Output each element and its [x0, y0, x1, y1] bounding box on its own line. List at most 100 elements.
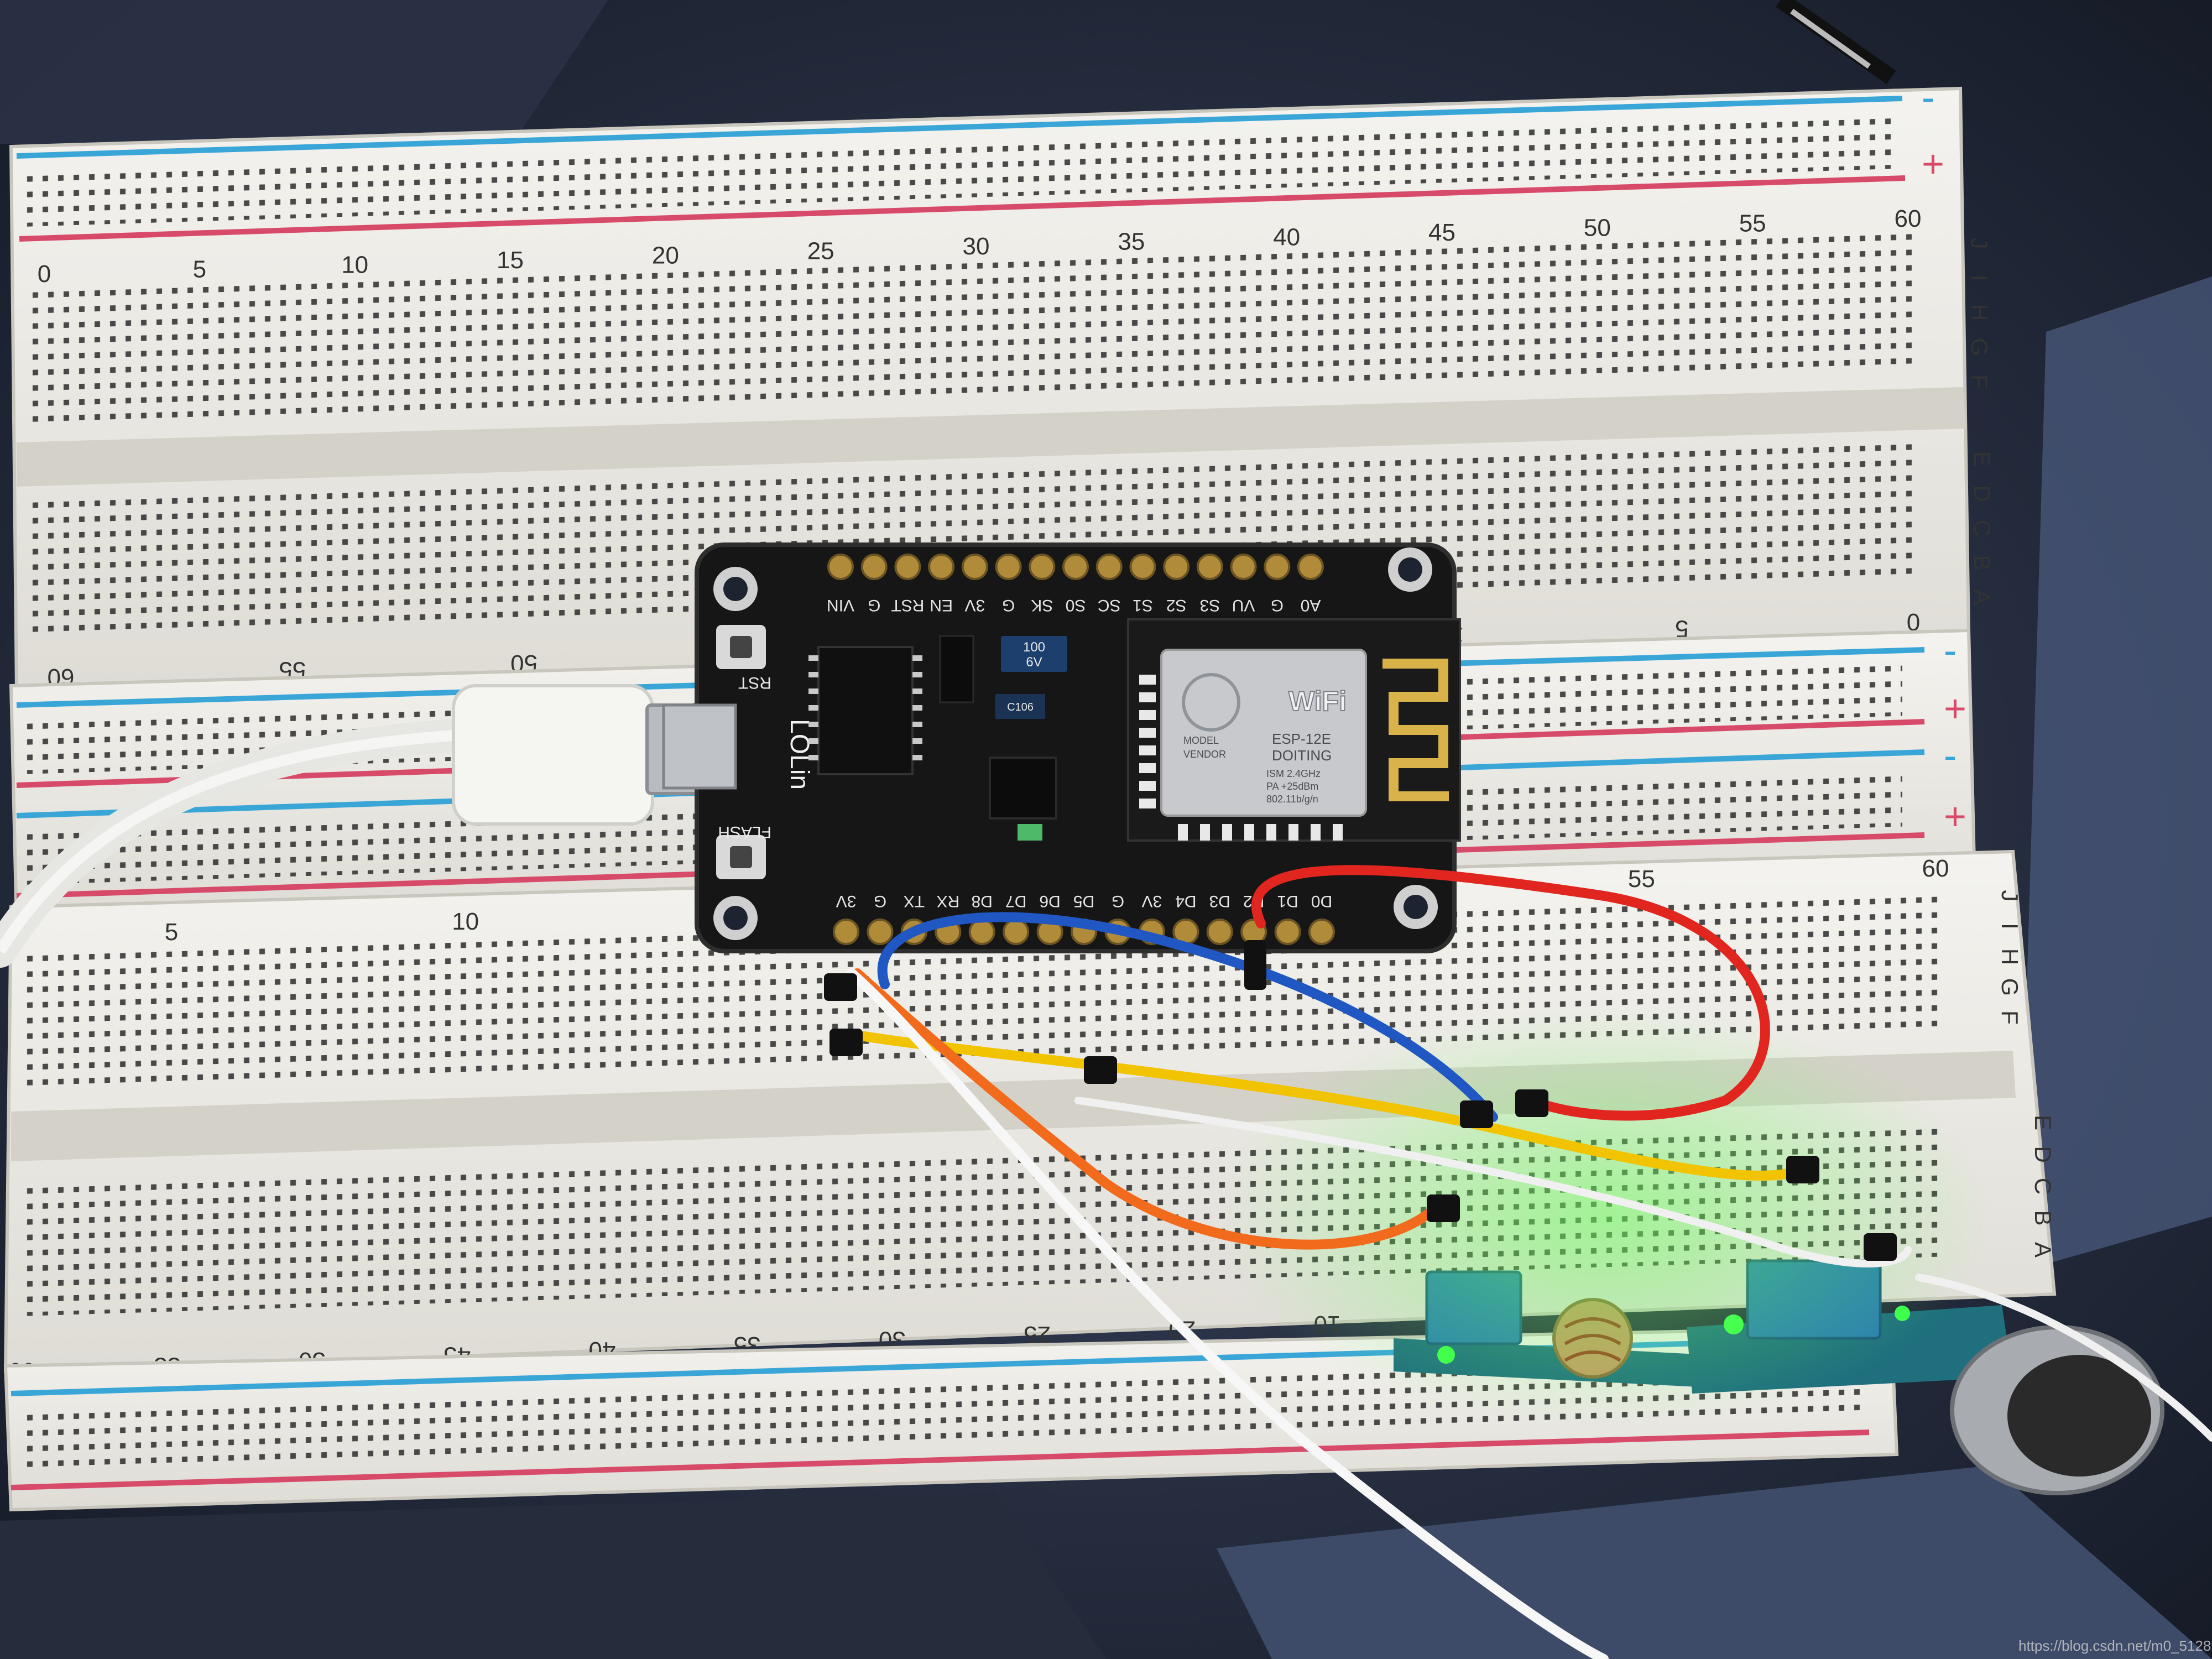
pin-label: 3V: [1142, 892, 1162, 910]
mid-rail-1-minus: -: [1944, 629, 1957, 672]
usb-plug: [452, 684, 654, 826]
module-line-pa: PA +25dBm: [1266, 781, 1318, 792]
shield-castellations: [1139, 675, 1343, 841]
pin-label: 3V: [965, 596, 985, 614]
column-number: 10: [452, 908, 479, 935]
top-rail-minus-sign: -: [1922, 76, 1934, 119]
upper-row-letters-top: J I HG F: [1966, 238, 1992, 389]
mid-rail-2-plus: +: [1944, 795, 1966, 838]
wifi-logo: [1182, 673, 1240, 732]
yellow-wire: [847, 1029, 1813, 1181]
row-letter: E: [1969, 451, 1995, 467]
column-number: 45: [1428, 219, 1455, 246]
module-pad: [1244, 824, 1254, 841]
column-number: 25: [807, 237, 834, 264]
column-number: 55: [1739, 210, 1766, 237]
pin-label: D4: [1175, 892, 1196, 910]
row-letter: F: [1997, 1010, 2023, 1025]
header-pin: [1095, 554, 1123, 580]
header-pin: [1230, 554, 1257, 580]
blue-wire: [877, 912, 1498, 1122]
row-letter: A: [1969, 589, 1995, 605]
pin-label: G: [1002, 596, 1015, 614]
white-wire-3: [1915, 1274, 2212, 1442]
pin-label: D1: [1277, 892, 1298, 910]
wire-plugs: [824, 940, 1897, 1261]
pin-label: G: [868, 596, 880, 614]
pin-label: G: [1112, 892, 1124, 910]
header-pin: [827, 554, 854, 580]
header-pin: [968, 919, 995, 945]
capacitor: [1001, 636, 1067, 672]
module-pad: [1222, 824, 1232, 841]
column-number: 5: [193, 256, 206, 283]
module-pad: [1139, 710, 1156, 720]
module-pad: [1266, 824, 1276, 841]
header-pin: [1029, 554, 1056, 580]
pin-label: G: [874, 892, 886, 910]
voltage-regulator: [989, 757, 1057, 820]
pin-label: D3: [1209, 892, 1230, 910]
row-letter: F: [1966, 374, 1992, 389]
pin-label: S2: [1166, 596, 1187, 614]
jumper-wires: [847, 865, 2212, 1659]
small-ic: [995, 694, 1045, 719]
header-pin: [833, 919, 859, 945]
orange-wire: [852, 968, 1443, 1250]
pin-label: SK: [1031, 596, 1053, 614]
column-number: 10: [341, 251, 368, 278]
pin-label: EN: [930, 596, 953, 614]
module-line-model: MODEL: [1183, 735, 1219, 746]
wifi-brand: WiFi: [1288, 686, 1347, 717]
header-pin: [1297, 554, 1324, 580]
mat-pattern: [0, 0, 608, 166]
capacitor-value: 100: [1023, 640, 1045, 655]
row-letter: I: [1966, 275, 1992, 281]
row-letter: B: [1969, 555, 1995, 570]
pin-label: 3V: [836, 892, 857, 910]
rf-shield: [1160, 649, 1367, 817]
row-letter: A: [2030, 1242, 2056, 1258]
micro-usb-port: [662, 703, 737, 790]
header-pin: [1163, 554, 1190, 580]
small-ic-label: C106: [1007, 701, 1034, 713]
module-pad: [1200, 824, 1210, 841]
pin-label: S1: [1133, 596, 1153, 614]
pin-label: S0: [1066, 596, 1086, 614]
header-pin: [1129, 554, 1156, 580]
capacitor-voltage: 6V: [1026, 655, 1042, 670]
column-number: 15: [497, 247, 524, 274]
pin-label: TX: [904, 892, 925, 910]
header-pin: [1003, 919, 1030, 945]
row-letter: J: [1966, 238, 1992, 249]
pin-label: A0: [1301, 596, 1321, 614]
header-pin: [1264, 554, 1291, 580]
column-number: 60: [1922, 855, 1949, 882]
pin-label: D6: [1039, 892, 1060, 910]
led-glow: [1217, 1006, 1991, 1427]
pin-label: D7: [1005, 892, 1026, 910]
row-letter: G: [1966, 338, 1992, 356]
module-maker: DOITING: [1272, 747, 1332, 764]
row-letter: G: [1997, 978, 2023, 997]
module-line-ism: ISM 2.4GHz: [1266, 768, 1321, 779]
pin-label: SC: [1098, 596, 1121, 614]
pin-label: D8: [972, 892, 993, 910]
header-pin: [1308, 919, 1335, 945]
module-line-vendor: VENDOR: [1183, 749, 1226, 760]
mid-rail-1-plus: +: [1944, 687, 1966, 730]
row-letter: H: [1966, 304, 1992, 321]
pin-label: VIN: [827, 596, 854, 614]
watermark: https://blog.csdn.net/m0_51289: [2018, 1637, 2212, 1654]
header-pin: [1206, 919, 1233, 945]
flash-button-label: FLASH: [718, 823, 771, 841]
module-pad: [1139, 763, 1156, 773]
module-pad: [1139, 799, 1156, 808]
esp12e-module: WiFi ESP-12E DOITING MODEL VENDOR ISM 2.…: [1127, 618, 1461, 842]
